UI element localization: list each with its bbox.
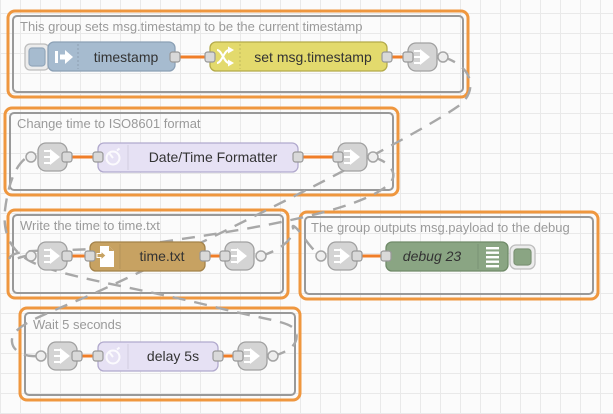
debug-toggle-button[interactable]: [509, 244, 536, 270]
group-title: The group outputs msg.payload to the deb…: [311, 220, 570, 235]
link-out-icon: [244, 348, 260, 364]
node-link-in-debug[interactable]: [315, 241, 363, 271]
clock-icon: [105, 147, 121, 166]
shuffle-icon: [216, 46, 234, 67]
group-title: Wait 5 seconds: [33, 317, 122, 332]
node-label: timestamp: [94, 49, 159, 65]
output-port[interactable]: [212, 350, 224, 362]
group-debug-output[interactable]: The group outputs msg.payload to the deb…: [298, 210, 600, 301]
group-title: This group sets msg.timestamp to be the …: [20, 19, 362, 34]
link-port[interactable]: [35, 350, 47, 362]
node-link-out-delay[interactable]: [232, 341, 279, 371]
input-port[interactable]: [92, 151, 104, 163]
node-label: set msg.timestamp: [254, 49, 372, 65]
inject-button[interactable]: [24, 43, 50, 71]
input-port[interactable]: [332, 151, 344, 163]
link-out-icon: [414, 49, 430, 65]
input-port[interactable]: [204, 51, 216, 63]
node-debug[interactable]: debug 23: [380, 241, 509, 272]
link-wire-delay-to-formatter[interactable]: [3, 157, 298, 358]
link-in-icon: [44, 248, 60, 264]
link-port[interactable]: [315, 250, 327, 262]
node-link-in-formatter[interactable]: [25, 142, 73, 172]
link-in-icon: [334, 248, 350, 264]
node-label: delay 5s: [147, 348, 199, 364]
input-port[interactable]: [92, 350, 104, 362]
output-port[interactable]: [169, 51, 181, 63]
input-port[interactable]: [402, 51, 414, 63]
input-port[interactable]: [84, 250, 96, 262]
link-in-icon: [54, 348, 70, 364]
node-file[interactable]: time.txt: [84, 241, 211, 272]
output-port[interactable]: [61, 250, 73, 262]
link-port[interactable]: [255, 250, 267, 262]
link-out-icon: [231, 248, 247, 264]
node-link-out-timestamp[interactable]: [402, 42, 449, 72]
link-port[interactable]: [367, 151, 379, 163]
link-port[interactable]: [437, 51, 449, 63]
output-port[interactable]: [292, 151, 304, 163]
group-timestamp[interactable]: This group sets msg.timestamp to be the …: [6, 9, 470, 99]
node-inject[interactable]: timestamp: [47, 41, 181, 72]
node-label: time.txt: [139, 248, 184, 264]
output-port[interactable]: [61, 151, 73, 163]
input-port[interactable]: [219, 250, 231, 262]
output-port[interactable]: [381, 51, 393, 63]
link-wire-file-to-debug[interactable]: [260, 224, 322, 258]
debug-list-icon: [486, 247, 499, 268]
link-port[interactable]: [25, 151, 37, 163]
link-port[interactable]: [25, 250, 37, 262]
node-label: debug 23: [403, 248, 462, 264]
node-change[interactable]: set msg.timestamp: [204, 41, 393, 72]
input-port[interactable]: [380, 250, 392, 262]
node-label: Date/Time Formatter: [149, 149, 278, 165]
node-delay[interactable]: delay 5s: [92, 341, 224, 372]
link-wire-timestamp-to-delay[interactable]: [10, 55, 472, 358]
file-icon: [96, 246, 114, 267]
link-port[interactable]: [267, 350, 279, 362]
output-port[interactable]: [199, 250, 211, 262]
group-title: Write the time to time.txt: [20, 218, 160, 233]
output-port[interactable]: [71, 350, 83, 362]
node-link-out-formatter[interactable]: [332, 142, 379, 172]
clock-icon: [105, 346, 121, 365]
node-link-out-file[interactable]: [219, 241, 267, 271]
link-wire-formatter-to-file[interactable]: [8, 155, 395, 262]
input-port[interactable]: [232, 350, 244, 362]
node-link-in-file[interactable]: [25, 241, 73, 271]
link-out-icon: [344, 149, 360, 165]
node-link-in-delay[interactable]: [35, 341, 83, 371]
node-datetime-formatter[interactable]: Date/Time Formatter: [92, 142, 304, 173]
output-port[interactable]: [351, 250, 363, 262]
group-iso8601[interactable]: Change time to ISO8601 format: [3, 106, 400, 197]
inject-arrow-icon: [55, 50, 73, 64]
link-in-icon: [44, 149, 60, 165]
group-title: Change time to ISO8601 format: [17, 116, 201, 131]
